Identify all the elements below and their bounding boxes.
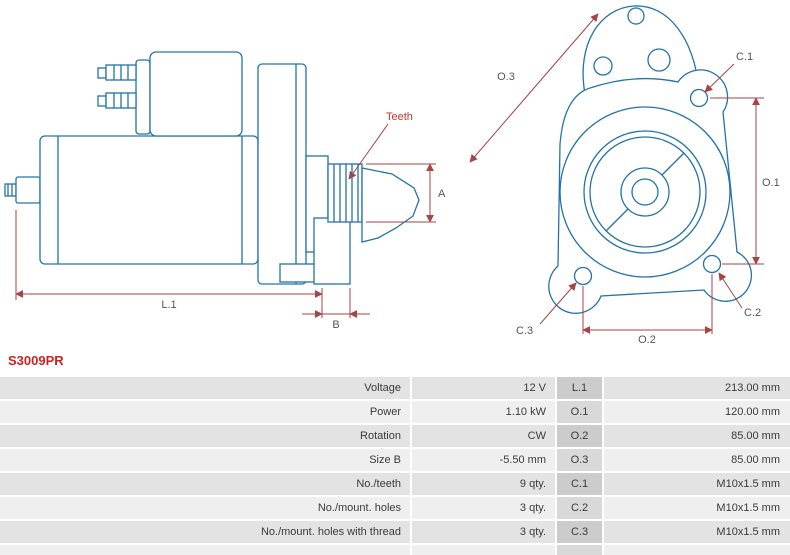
part-number: S3009PR xyxy=(8,353,64,368)
dim-value: M10x1.5 mm xyxy=(604,497,790,519)
dim-value: M10x1.5 mm xyxy=(604,473,790,495)
spec-value: 9 qty. xyxy=(412,473,555,495)
spec-value: 3 qty. xyxy=(412,497,555,519)
spec-row-mount-holes-thread: No./mount. holes with thread 3 qty. C.3 … xyxy=(0,521,790,543)
spec-row-partial xyxy=(0,545,790,555)
leader-line-c3 xyxy=(539,282,577,325)
side-view xyxy=(4,51,420,285)
technical-drawing: Teeth L.1 B A O.3 C.1 O.1 C.2 C.3 O.2 xyxy=(4,5,780,346)
mount-hole-c3 xyxy=(573,266,593,286)
dimension-labels: Teeth L.1 B A O.3 C.1 O.1 C.2 C.3 O.2 xyxy=(161,51,780,346)
spec-row-rotation: Rotation CW O.2 85.00 mm xyxy=(0,425,790,447)
dim-code: O.1 xyxy=(557,401,602,423)
spec-value: -5.50 mm xyxy=(412,449,555,471)
leader-line-c2 xyxy=(718,272,743,309)
dim-label-c1: C.1 xyxy=(736,51,753,63)
spec-label: Rotation xyxy=(0,425,410,447)
dim-label-l1: L.1 xyxy=(161,299,176,311)
spec-row-mount-holes: No./mount. holes 3 qty. C.2 M10x1.5 mm xyxy=(0,497,790,519)
dim-label-o3: O.3 xyxy=(497,71,515,83)
pinion-gear xyxy=(327,163,363,223)
dim-code: O.3 xyxy=(557,449,602,471)
spec-label: No./mount. holes xyxy=(0,497,410,519)
dim-code: O.2 xyxy=(557,425,602,447)
dim-label-o1: O.1 xyxy=(762,177,780,189)
spec-label: Voltage xyxy=(0,377,410,399)
dim-value: M10x1.5 mm xyxy=(604,521,790,543)
dim-value: 85.00 mm xyxy=(604,449,790,471)
dim-label-o2: O.2 xyxy=(638,334,656,345)
spec-value: CW xyxy=(412,425,555,447)
dim-label-c2: C.2 xyxy=(744,307,761,319)
dim-value: 85.00 mm xyxy=(604,425,790,447)
dim-label-c3: C.3 xyxy=(516,325,533,337)
front-view-dimensions xyxy=(469,13,764,334)
teeth-leader-line xyxy=(348,123,389,180)
spec-row-size-b: Size B -5.50 mm O.3 85.00 mm xyxy=(0,449,790,471)
spec-label: No./mount. holes with thread xyxy=(0,521,410,543)
mount-hole-c2 xyxy=(702,254,722,274)
terminal-studs xyxy=(97,64,137,109)
leader-line-c1 xyxy=(704,63,735,93)
dim-value: 213.00 mm xyxy=(604,377,790,399)
spec-value: 12 V xyxy=(412,377,555,399)
teeth-label: Teeth xyxy=(386,111,413,123)
dim-value: 120.00 mm xyxy=(604,401,790,423)
spec-row-teeth: No./teeth 9 qty. C.1 M10x1.5 mm xyxy=(0,473,790,495)
dim-code: L.1 xyxy=(557,377,602,399)
dimension-line-o3 xyxy=(469,13,599,163)
spec-label: No./teeth xyxy=(0,473,410,495)
spec-row-voltage: Voltage 12 V L.1 213.00 mm xyxy=(0,377,790,399)
dim-code: C.3 xyxy=(557,521,602,543)
motor-body xyxy=(39,135,259,265)
spec-table: Voltage 12 V L.1 213.00 mm Power 1.10 kW… xyxy=(0,377,790,555)
drive-end-bracket xyxy=(257,63,307,285)
drawing-area: Teeth L.1 B A O.3 C.1 O.1 C.2 C.3 O.2 xyxy=(4,5,780,346)
dim-code: C.1 xyxy=(557,473,602,495)
dim-code: C.2 xyxy=(557,497,602,519)
spec-value: 1.10 kW xyxy=(412,401,555,423)
solenoid xyxy=(149,51,243,137)
dim-label-b: B xyxy=(332,319,339,331)
spec-value: 3 qty. xyxy=(412,521,555,543)
mount-hole-c1 xyxy=(689,88,709,108)
side-view-dimensions xyxy=(15,123,436,318)
battery-terminal-bolt xyxy=(4,183,17,197)
front-view xyxy=(548,5,753,314)
shaft-hub xyxy=(631,178,659,206)
spec-label: Power xyxy=(0,401,410,423)
spec-label: Size B xyxy=(0,449,410,471)
spec-row-power: Power 1.10 kW O.1 120.00 mm xyxy=(0,401,790,423)
drive-nose xyxy=(361,167,420,243)
dim-label-a: A xyxy=(438,188,446,200)
